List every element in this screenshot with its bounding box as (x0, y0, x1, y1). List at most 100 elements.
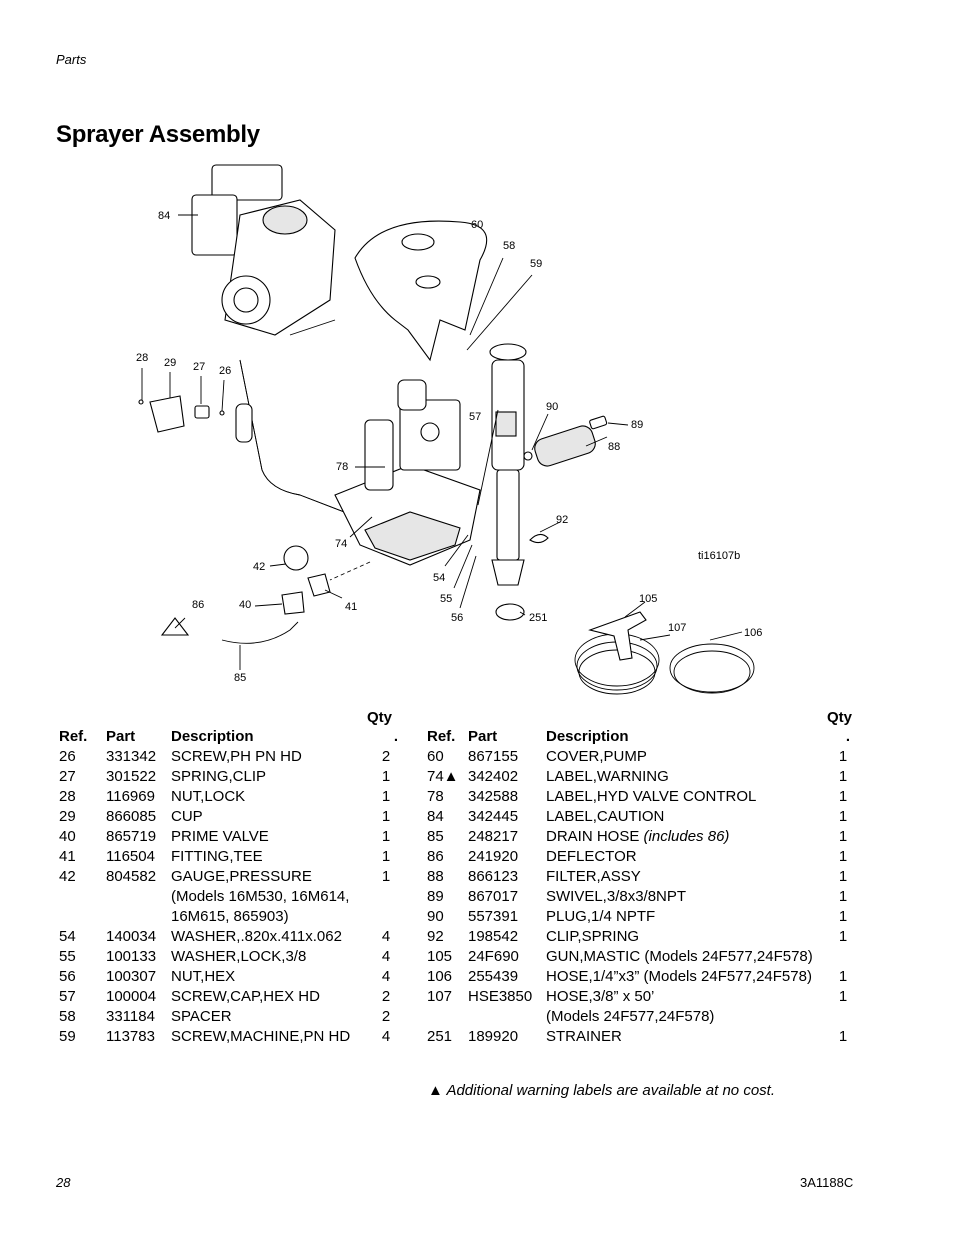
ref-cell (59, 888, 106, 908)
ref-value: 29 (59, 808, 76, 825)
qty-cell: 1 (374, 788, 398, 808)
part-cell: 100004 (106, 988, 171, 1008)
part-value: 342588 (468, 788, 519, 805)
ref-value: 90 (427, 908, 444, 925)
qty-cell: 4 (374, 968, 398, 988)
description-cell: HOSE,1/4”x3” (Models 24F577,24F578) (546, 968, 836, 988)
ref-header: Ref. (59, 728, 88, 745)
description-value: LABEL,CAUTION (546, 808, 665, 825)
qty-value: 1 (381, 788, 391, 805)
description-header: Description (546, 728, 629, 745)
ref-cell: 251 (427, 1028, 468, 1048)
callout-42: 42 (253, 561, 265, 573)
part-cell: 342402 (468, 768, 546, 788)
ref-value: 57 (59, 988, 76, 1005)
ref-cell: 84 (427, 808, 468, 828)
description-value: DRAIN HOSE (546, 828, 640, 845)
ref-value: 88 (427, 868, 444, 885)
description-value: CUP (171, 808, 203, 825)
part-cell: HSE3850 (468, 988, 546, 1008)
left-qty-header: Qty (367, 709, 393, 726)
ref-value: 74▲ (427, 768, 459, 785)
page-number: 28 (56, 1175, 71, 1190)
part-cell: 248217 (468, 828, 546, 848)
description-cell: STRAINER (546, 1028, 836, 1048)
part-cell: 116504 (106, 848, 171, 868)
description-cell: GUN,MASTIC (Models 24F577,24F578) (546, 948, 836, 968)
page-title: Sprayer Assembly (56, 121, 260, 148)
ref-value: 41 (59, 848, 76, 865)
description-note: (includes 86) (643, 828, 730, 845)
callout-251: 251 (529, 612, 547, 624)
callout-57: 57 (469, 411, 481, 423)
qty-value: 1 (838, 848, 848, 865)
description-value: STRAINER (546, 1028, 622, 1045)
qty-header: . (393, 728, 398, 745)
callout-28: 28 (136, 352, 148, 364)
description-value: HOSE,1/4”x3” (Models 24F577,24F578) (546, 968, 812, 985)
description-cell: WASHER,.820x.411x.062 (171, 928, 374, 948)
hydraulic-base-illustration (334, 379, 481, 566)
description-cell: GAUGE,PRESSURE (171, 868, 374, 888)
description-value: (Models 24F577,24F578) (546, 1008, 715, 1025)
right-qty-header: Qty (827, 709, 853, 726)
description-value: PRIME VALVE (171, 828, 269, 845)
part-cell: 189920 (468, 1028, 546, 1048)
description-value: SCREW,PH PN HD (171, 748, 302, 765)
callout-54: 54 (433, 572, 445, 584)
table-header-row: Ref. Part Description . (427, 728, 850, 748)
callout-105: 105 (639, 593, 657, 605)
qty-cell: 1 (836, 848, 850, 868)
qty-cell: 1 (836, 888, 850, 908)
qty-value: 1 (381, 868, 391, 885)
description-value: LABEL,HYD VALVE CONTROL (546, 788, 757, 805)
description-value: SWIVEL,3/8x3/8NPT (546, 888, 687, 905)
ref-header: Ref. (427, 728, 456, 745)
callout-40: 40 (239, 599, 251, 611)
ref-cell: 29 (59, 808, 106, 828)
part-cell: 867155 (468, 748, 546, 768)
qty-value: 1 (838, 1028, 848, 1045)
ref-value: 27 (59, 768, 76, 785)
description-cell: WASHER,LOCK,3/8 (171, 948, 374, 968)
description-value: CLIP,SPRING (546, 928, 640, 945)
qty-value: 1 (838, 988, 848, 1005)
qty-cell (836, 1008, 850, 1028)
ref-cell (59, 908, 106, 928)
description-cell: SPACER (171, 1008, 374, 1028)
part-cell: 113783 (106, 1028, 171, 1048)
part-cell: 342445 (468, 808, 546, 828)
description-cell: LABEL,CAUTION (546, 808, 836, 828)
qty-cell: 1 (836, 748, 850, 768)
part-cell: 867017 (468, 888, 546, 908)
part-value: 342402 (468, 768, 519, 785)
qty-cell: 2 (374, 988, 398, 1008)
exploded-parts-diagram: 84 60 58 59 28 29 27 26 57 90 89 88 78 9… (136, 164, 762, 695)
part-cell: 331184 (106, 1008, 171, 1028)
description-cell: NUT,HEX (171, 968, 374, 988)
qty-cell: 4 (374, 1028, 398, 1048)
callout-106: 106 (744, 627, 762, 639)
part-value: 116969 (106, 788, 155, 805)
part-value: 867017 (468, 888, 519, 905)
qty-cell: 1 (836, 908, 850, 928)
ref-cell: 54 (59, 928, 106, 948)
qty-header: . (845, 728, 850, 745)
qty-cell: 1 (836, 768, 850, 788)
description-cell: (Models 24F577,24F578) (546, 1008, 836, 1028)
part-value: 113783 (106, 1028, 155, 1045)
cart-frame-illustration (235, 359, 366, 521)
ref-cell: 57 (59, 988, 106, 1008)
qty-cell: 4 (374, 928, 398, 948)
callout-85: 85 (234, 672, 246, 684)
qty-value: 1 (838, 928, 848, 945)
description-cell: HOSE,3/8” x 50’ (546, 988, 836, 1008)
qty-cell (374, 888, 398, 908)
